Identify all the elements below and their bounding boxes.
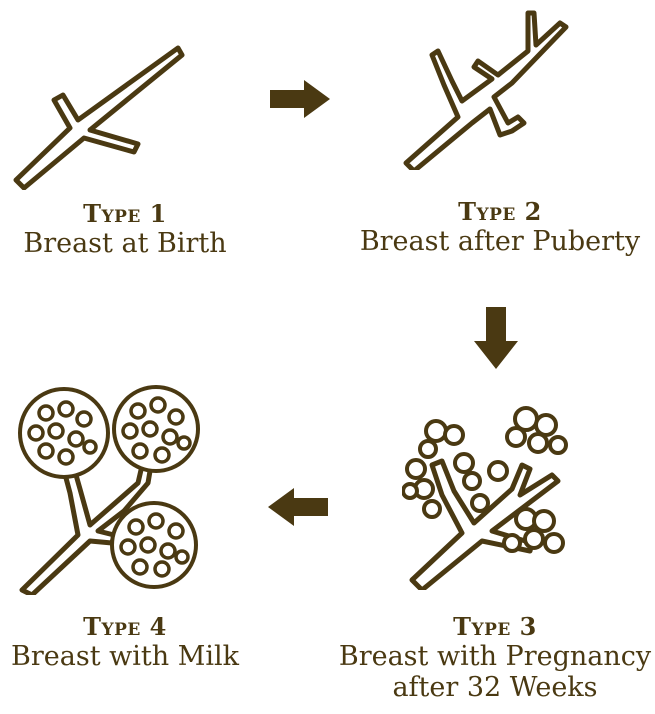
budding-lobules-icon	[402, 405, 582, 590]
arrow-left-icon	[268, 488, 328, 526]
type-1-title: Type 1	[0, 200, 250, 228]
arrow-down-icon	[474, 307, 518, 369]
type-2-caption: Type 2 Breast after Puberty	[345, 198, 655, 257]
type-4-caption: Type 4 Breast with Milk	[0, 613, 250, 672]
milk-lobules-icon	[6, 385, 211, 595]
arrow-right-icon	[270, 80, 330, 118]
type-3-caption: Type 3 Breast with Pregnancy after 32 We…	[335, 613, 655, 703]
type-4-title: Type 4	[0, 613, 250, 641]
type-4-subtitle: Breast with Milk	[0, 641, 250, 672]
type-2-subtitle: Breast after Puberty	[345, 226, 655, 257]
type-1-caption: Type 1 Breast at Birth	[0, 200, 250, 259]
simple-duct-icon	[10, 40, 200, 190]
type-3-subtitle-line2: after 32 Weeks	[335, 672, 655, 703]
type-1-subtitle: Breast at Birth	[0, 228, 250, 259]
branching-duct-icon	[400, 5, 580, 170]
type-3-title: Type 3	[335, 613, 655, 641]
type-3-subtitle-line1: Breast with Pregnancy	[335, 641, 655, 672]
type-2-title: Type 2	[345, 198, 655, 226]
